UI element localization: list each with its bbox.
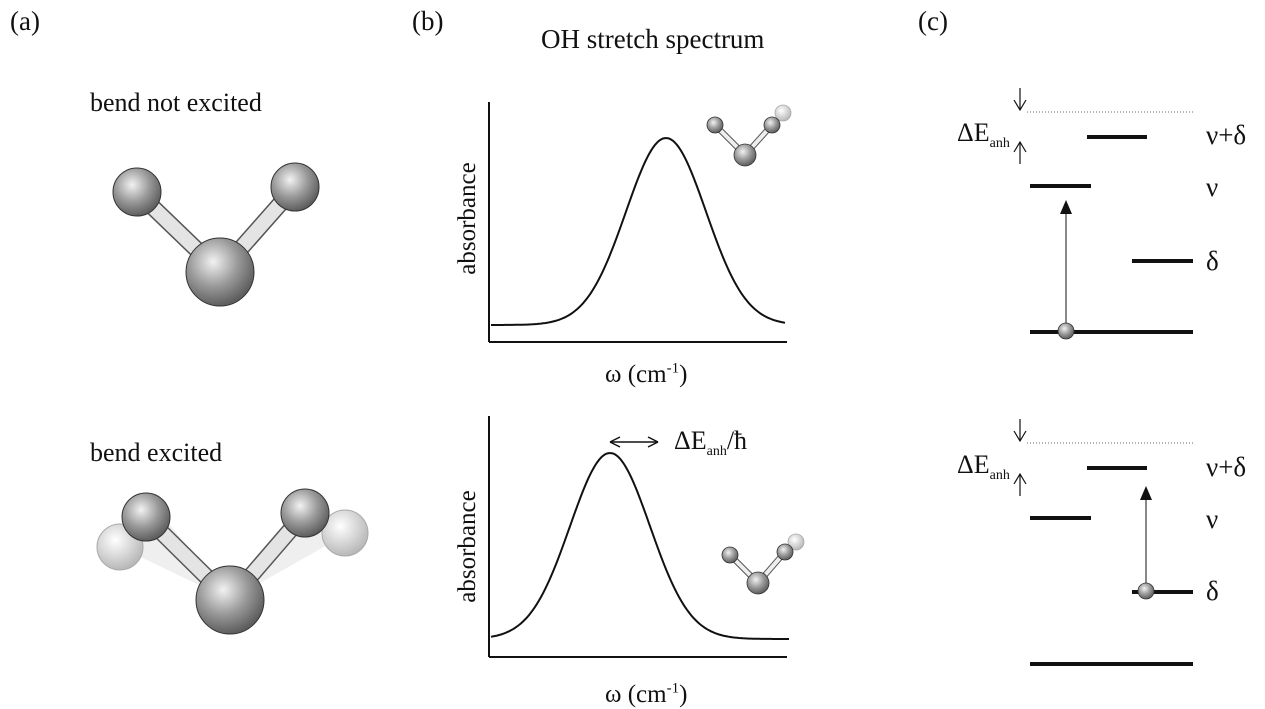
molecule-not-excited: [112, 162, 320, 307]
bottom-level-nu-delta-label: ν+δ: [1206, 452, 1247, 482]
top-spectrum-axes: [488, 102, 787, 343]
bottom-anh-main: ΔE: [957, 450, 990, 479]
top-anh-sub: anh: [989, 136, 1010, 152]
shift-label-main: ΔE: [674, 426, 707, 455]
spectrum-title: OH stretch spectrum: [541, 24, 765, 54]
shift-label: ΔEanh/ħ: [674, 426, 748, 459]
bottom-plot-xlabel-sup: -1: [666, 680, 680, 697]
bottom-spectrum-curve: [490, 452, 789, 640]
bottom-plot-xlabel-main: ω (cm: [605, 681, 667, 708]
top-anh-label: ΔEanh: [957, 118, 1010, 151]
shift-label-tail: /ħ: [726, 426, 748, 455]
panel-a-label: (a): [10, 6, 40, 36]
top-plot-xlabel-main: ω (cm: [605, 361, 667, 388]
bottom-plot-xlabel-close: ): [679, 681, 688, 708]
top-level-nu-label: ν: [1206, 172, 1219, 202]
caption-bend-not-excited: bend not excited: [90, 88, 262, 117]
top-energy-diagram: [1013, 88, 1193, 340]
bottom-level-delta-label: δ: [1206, 576, 1219, 606]
bottom-level-nu-label: ν: [1206, 504, 1219, 534]
top-spectrum-curve: [491, 137, 786, 326]
panel-b-label: (b): [412, 6, 444, 36]
bottom-population-ball: [1137, 582, 1155, 600]
top-level-nu-delta-label: ν+δ: [1206, 120, 1247, 150]
top-level-delta-label: δ: [1206, 246, 1219, 276]
bottom-spectrum-molecule-icon: [721, 533, 805, 595]
bottom-anh-sub: anh: [989, 468, 1010, 484]
shift-label-sub: anh: [706, 444, 727, 460]
top-population-ball: [1057, 322, 1075, 340]
top-plot-xlabel: ω (cm-1): [605, 360, 688, 388]
top-spectrum-molecule-icon: [706, 104, 792, 167]
top-plot-xlabel-close: ): [679, 361, 688, 388]
bottom-plot-xlabel: ω (cm-1): [605, 680, 688, 708]
top-anh-main: ΔE: [957, 118, 990, 147]
bottom-spectrum-axes: [488, 416, 787, 658]
top-plot-xlabel-sup: -1: [666, 360, 680, 377]
molecule-bend-excited: [96, 488, 369, 635]
shift-double-arrow: [609, 436, 659, 448]
panel-c-label: (c): [918, 6, 948, 36]
bottom-energy-diagram: [1013, 419, 1193, 666]
caption-bend-excited: bend excited: [90, 438, 223, 467]
bottom-anh-label: ΔEanh: [957, 450, 1010, 483]
